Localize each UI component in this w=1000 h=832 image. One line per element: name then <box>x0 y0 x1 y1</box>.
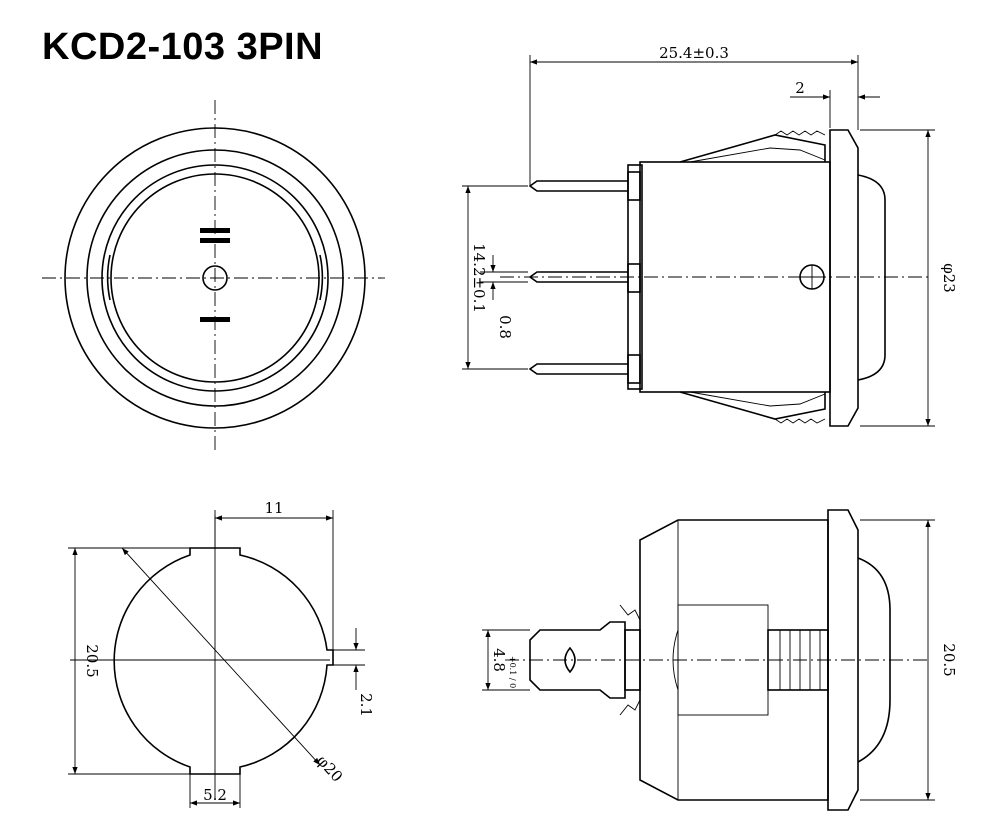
power-indicator-icon <box>202 265 228 291</box>
front-view <box>42 100 385 450</box>
panel-cutout-view <box>68 510 365 808</box>
off-symbol-icon <box>200 317 230 322</box>
side-view-top <box>462 55 935 427</box>
pin-thickness-dim: 0.8 <box>496 315 514 339</box>
hole-height-dim: 20.5 <box>83 644 101 677</box>
drawing-title: KCD2-103 3PIN <box>42 26 324 68</box>
on-symbol-icon <box>200 228 230 243</box>
terminal-width-dim: 4.8 <box>490 648 508 672</box>
flange-thickness-dim: 2 <box>795 79 805 97</box>
side-view-bottom <box>482 509 935 811</box>
terminal-tolerance-dim: +0.1 / 0 <box>508 656 517 688</box>
notch-height-dim: 2.1 <box>357 693 375 717</box>
tab-width-dim: 5.2 <box>203 786 227 804</box>
side-height-dim: 20.5 <box>940 643 958 676</box>
hole-width-dim: 11 <box>264 499 283 517</box>
diameter-23-dim: φ23 <box>940 263 958 293</box>
pin-span-dim: 14.2±0.1 <box>470 243 488 313</box>
overall-length-dim: 25.4±0.3 <box>659 44 729 62</box>
diameter-20-dim: φ20 <box>313 752 346 786</box>
